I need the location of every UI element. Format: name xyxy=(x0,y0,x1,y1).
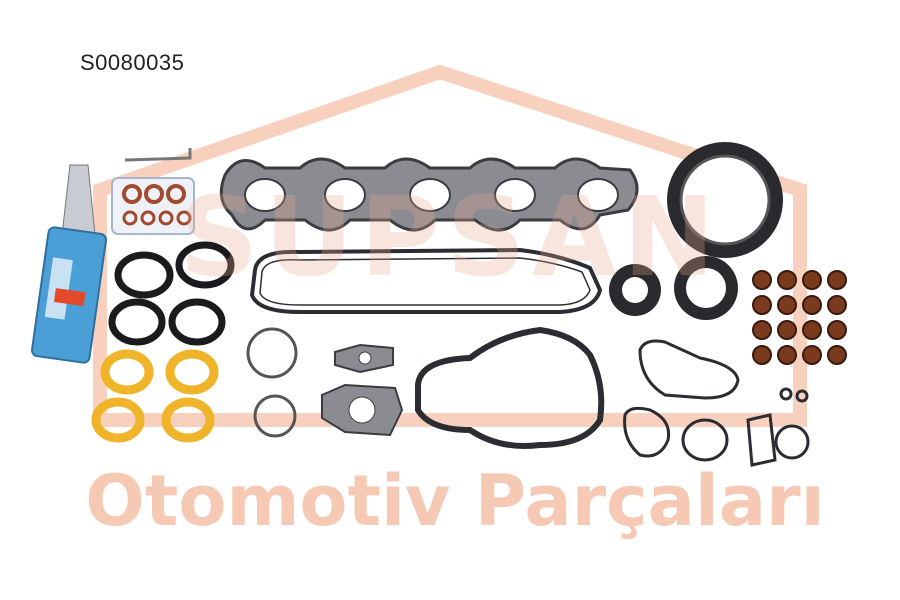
watermark-frame xyxy=(93,64,807,427)
front-seals xyxy=(609,256,738,320)
watermark-tagline: Otomotiv Parçaları xyxy=(85,460,824,542)
valve-cover-gasket xyxy=(249,247,603,314)
thin-o-rings xyxy=(246,327,298,438)
yellow-o-rings xyxy=(91,349,219,443)
black-o-rings xyxy=(108,241,235,346)
sealant-tube xyxy=(31,164,107,364)
water-pump-gasket xyxy=(415,326,605,449)
valve-stem-seals xyxy=(752,270,847,365)
oil-cooler-gaskets xyxy=(623,339,810,467)
product-code: S0080035 xyxy=(80,50,185,75)
egr-gaskets xyxy=(321,343,404,437)
rear-crank-seal xyxy=(667,142,783,258)
locating-pin xyxy=(124,148,192,162)
watermark-brand: SUPSAN xyxy=(179,173,721,301)
small-seals-card xyxy=(111,177,195,235)
exhaust-manifold-gasket xyxy=(219,157,639,232)
